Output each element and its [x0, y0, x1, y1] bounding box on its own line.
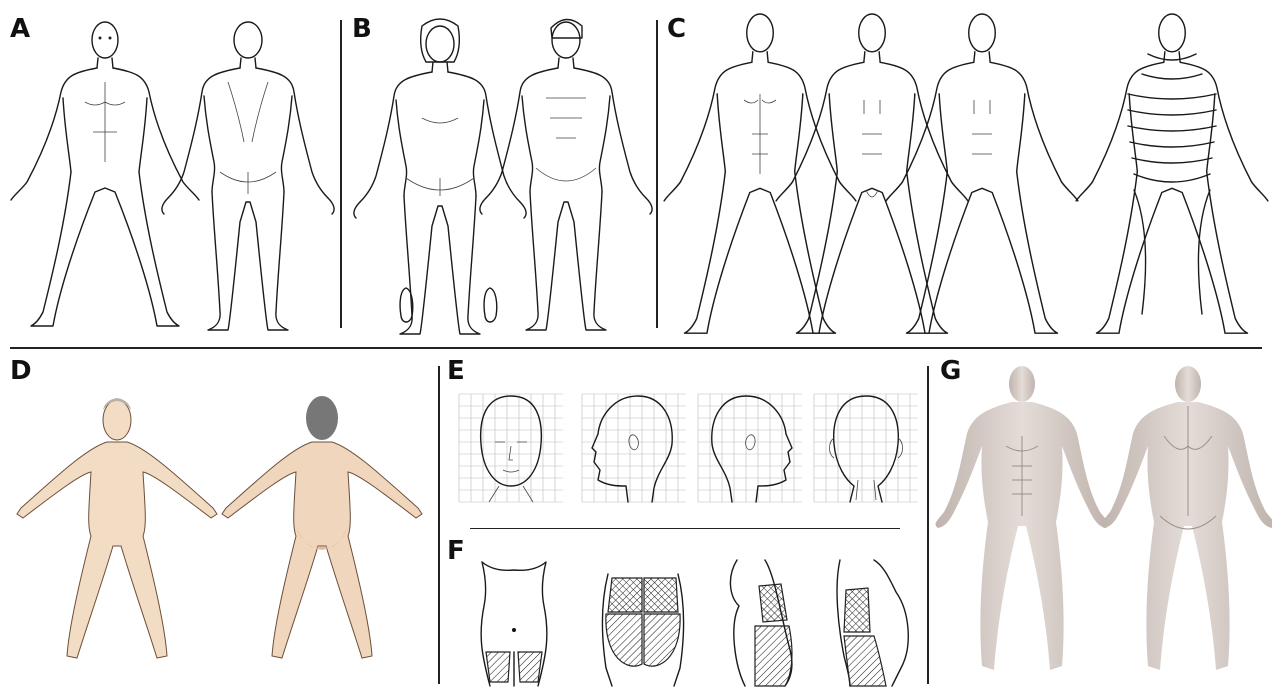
panel-e-head-grid-left-profile — [694, 390, 806, 508]
panel-label-b: B — [352, 14, 372, 44]
panel-c-figure-2 — [872, 14, 873, 15]
divider-e-f — [470, 528, 900, 529]
panel-b-foot-right — [480, 284, 500, 328]
panel-f-hip-right-side — [725, 556, 805, 686]
panel-label-e: E — [447, 356, 465, 386]
panel-label-d: D — [10, 356, 32, 386]
panel-e-head-grid-back — [810, 390, 922, 508]
panel-d-figure-front — [117, 396, 118, 397]
panel-c-figure-1 — [760, 14, 761, 15]
panel-a-figure-front — [105, 22, 106, 23]
divider-e-g — [927, 366, 929, 684]
panel-c-figure-3 — [982, 14, 983, 15]
panel-g-3d-figure-back — [1188, 366, 1189, 367]
panel-f-hip-left-side — [824, 556, 914, 686]
panel-label-g: G — [940, 356, 961, 386]
panel-g-3d-figure-front — [1022, 366, 1023, 367]
panel-b-foot-left — [396, 284, 416, 328]
divider-b-c — [656, 20, 658, 328]
divider-top-bottom — [10, 347, 1262, 349]
divider-a-b — [340, 20, 342, 328]
panel-d-figure-back — [322, 396, 323, 397]
divider-d-e — [438, 366, 440, 684]
panel-label-c: C — [667, 14, 686, 44]
panel-f-abdomen-front — [474, 556, 554, 686]
panel-e-head-grid-front — [455, 390, 567, 508]
panel-a-figure-back — [248, 22, 249, 23]
panel-label-a: A — [10, 14, 30, 44]
panel-e-head-grid-right-profile — [578, 390, 690, 508]
panel-label-f: F — [447, 536, 465, 566]
panel-f-buttocks-back — [598, 568, 688, 686]
panel-b-figure-back — [440, 18, 441, 19]
panel-c-figure-4-dermatomes — [1172, 14, 1173, 15]
panel-b-figure-front — [566, 18, 567, 19]
